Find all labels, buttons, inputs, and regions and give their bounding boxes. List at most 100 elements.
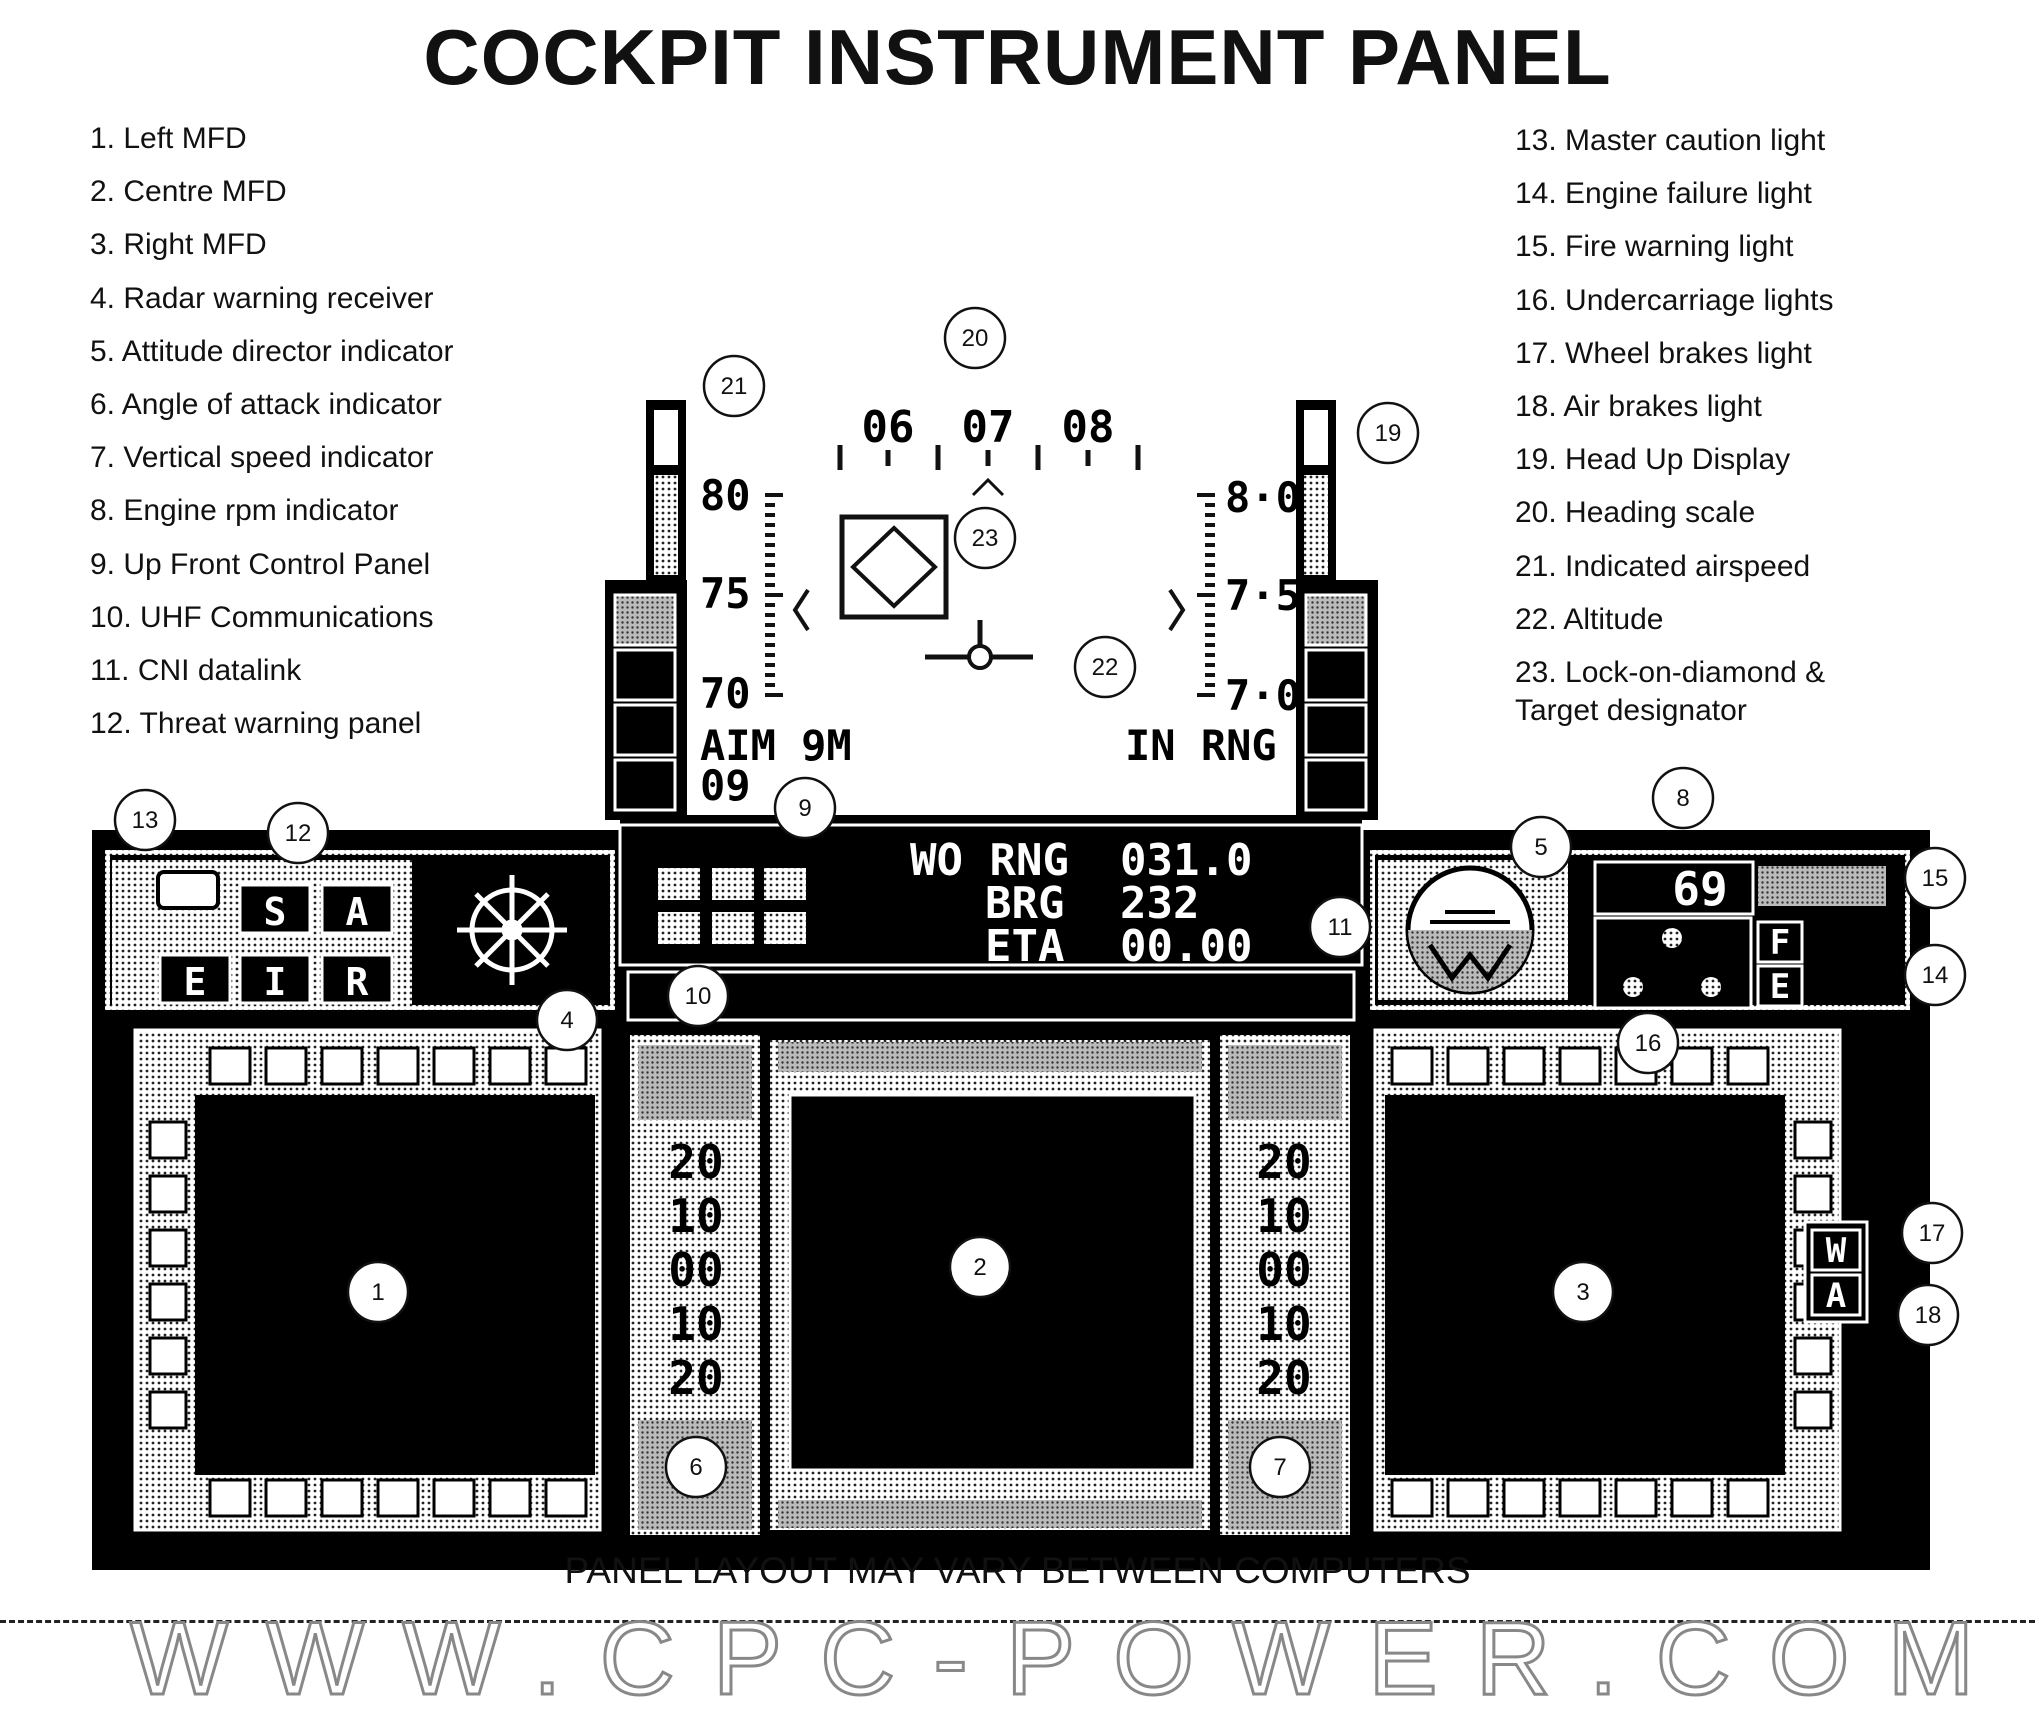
mfd-button[interactable]: [1558, 1046, 1602, 1086]
ufcp-line3-value: 00.00: [1120, 921, 1252, 972]
mfd-button[interactable]: [1670, 1478, 1714, 1518]
mfd-button[interactable]: [376, 1478, 420, 1518]
mfd-button[interactable]: [1390, 1046, 1434, 1086]
mfd-button[interactable]: [432, 1478, 476, 1518]
aoa-label: 20: [668, 1351, 723, 1405]
svg-text:3: 3: [1576, 1279, 1589, 1306]
airspeed-scale: 80 75 70: [700, 471, 810, 718]
radar-warning-receiver: [457, 875, 567, 985]
callout-3: 3: [1551, 1260, 1615, 1324]
instrument-panel: S A E I R WO RNG 031.0 BRG 232 ETA 00.00: [92, 815, 1930, 1570]
mfd-button[interactable]: [208, 1046, 252, 1086]
altitude-label: 7·5: [1225, 571, 1301, 620]
mfd-button[interactable]: [1726, 1478, 1770, 1518]
svg-text:8: 8: [1676, 785, 1689, 812]
mfd-button[interactable]: [1726, 1046, 1770, 1086]
aoa-scale: 20 10 00 10 20: [668, 1135, 723, 1405]
vsi-label: 10: [1256, 1297, 1311, 1351]
mfd-button[interactable]: [148, 1174, 188, 1214]
mfd-button[interactable]: [1793, 1336, 1833, 1376]
svg-text:22: 22: [1092, 654, 1119, 681]
flight-path-marker: [925, 620, 1033, 670]
svg-text:12: 12: [285, 820, 312, 847]
svg-text:14: 14: [1922, 962, 1949, 989]
svg-text:2: 2: [973, 1254, 986, 1281]
legend-item: 12. Threat warning panel: [90, 707, 422, 741]
svg-text:4: 4: [560, 1007, 573, 1034]
ufcp-line2-label: BRG: [985, 878, 1064, 929]
mfd-button[interactable]: [320, 1046, 364, 1086]
svg-text:1: 1: [371, 1279, 384, 1306]
speed-label: 70: [700, 669, 751, 718]
undercarriage-lights: [1623, 928, 1721, 997]
callout-5: 5: [1509, 815, 1573, 879]
threat-button-a: A: [346, 890, 369, 934]
mfd-button[interactable]: [488, 1046, 532, 1086]
callout-22: 22: [1073, 635, 1137, 699]
mfd-button[interactable]: [264, 1478, 308, 1518]
svg-text:16: 16: [1635, 1030, 1662, 1057]
fire-light-label: F: [1770, 923, 1790, 963]
fire-warning-light: [1756, 920, 1804, 964]
callout-23: 23: [953, 506, 1017, 570]
ufcp-line3-label: ETA: [985, 921, 1064, 972]
svg-text:9: 9: [798, 795, 811, 822]
mfd-button[interactable]: [148, 1336, 188, 1376]
callout-20: 20: [943, 306, 1007, 370]
ufcp-keypad: [658, 868, 806, 944]
callout-2: 2: [948, 1235, 1012, 1299]
cut-line: [0, 1620, 2035, 1623]
mfd-button[interactable]: [544, 1046, 588, 1086]
mfd-button[interactable]: [1793, 1390, 1833, 1430]
mfd-button[interactable]: [1446, 1478, 1490, 1518]
legend-item: 17. Wheel brakes light: [1515, 336, 1812, 370]
threat-button-e: E: [184, 960, 207, 1004]
mfd-button[interactable]: [148, 1390, 188, 1430]
mfd-button[interactable]: [376, 1046, 420, 1086]
mfd-button[interactable]: [320, 1478, 364, 1518]
mfd-button[interactable]: [1502, 1478, 1546, 1518]
legend-item: 15. Fire warning light: [1515, 230, 1794, 264]
legend-item: 20. Heading scale: [1515, 496, 1756, 530]
hud-frame: [605, 400, 1378, 820]
mfd-button[interactable]: [1793, 1174, 1833, 1214]
air-brakes-light: [1810, 1273, 1862, 1317]
mfd-button[interactable]: [1558, 1478, 1602, 1518]
mfd-button[interactable]: [208, 1478, 252, 1518]
mfd-button[interactable]: [148, 1228, 188, 1268]
altitude-label: 8·0: [1225, 473, 1301, 522]
mfd-button[interactable]: [432, 1046, 476, 1086]
mfd-button[interactable]: [1390, 1478, 1434, 1518]
callout-9: 9: [773, 776, 837, 840]
legend-item: 23. Lock-on-diamond &: [1515, 655, 1826, 689]
legend-item: 21. Indicated airspeed: [1515, 549, 1811, 583]
mfd-button[interactable]: [1614, 1478, 1658, 1518]
weapon-label: AIM 9M: [700, 721, 852, 770]
heading-label: 06: [862, 402, 915, 453]
svg-text:19: 19: [1375, 420, 1402, 447]
aoa-label: 10: [668, 1189, 723, 1243]
legend-item: 9. Up Front Control Panel: [90, 547, 431, 581]
mfd-button[interactable]: [264, 1046, 308, 1086]
svg-text:13: 13: [132, 807, 159, 834]
mfd-button[interactable]: [148, 1120, 188, 1160]
mfd-button[interactable]: [148, 1282, 188, 1322]
mfd-button[interactable]: [1502, 1046, 1546, 1086]
mfd-button[interactable]: [1446, 1046, 1490, 1086]
mfd-button[interactable]: [1793, 1120, 1833, 1160]
mfd-button[interactable]: [1670, 1046, 1714, 1086]
vsi-label: 20: [1256, 1351, 1311, 1405]
callouts: 1 2 3 4 5 6 7 8 9 10 11 12 13 14 15 16 1…: [113, 306, 1967, 1499]
legend-item: Target designator: [1515, 694, 1747, 728]
mfd-button[interactable]: [544, 1478, 588, 1518]
callout-17: 17: [1900, 1201, 1964, 1265]
aoa-label: 10: [668, 1297, 723, 1351]
legend-item: 11. CNI datalink: [90, 653, 302, 687]
legend-item: 4. Radar warning receiver: [90, 281, 434, 315]
ufcp-line2-value: 232: [1120, 878, 1199, 929]
aoa-indicator: [648, 1135, 743, 1410]
threat-warning-panel: S A E I R: [158, 883, 394, 1005]
ufcp-line1-value: 031.0: [1120, 835, 1252, 886]
mfd-button[interactable]: [488, 1478, 532, 1518]
